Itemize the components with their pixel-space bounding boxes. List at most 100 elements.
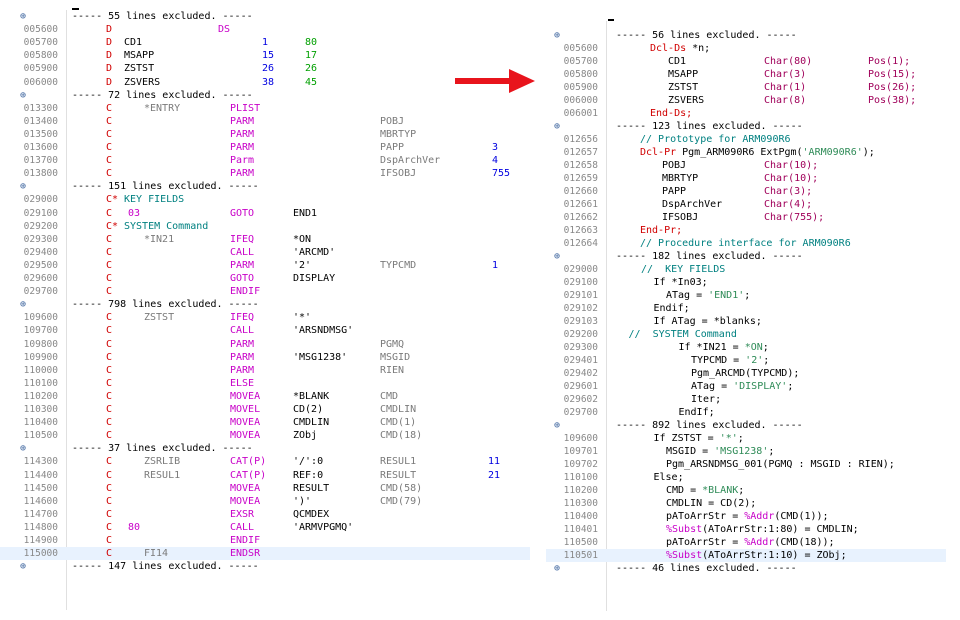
comment-line[interactable]: 012664// Procedure interface for ARM090R… [546, 237, 946, 250]
expand-excluded-icon[interactable]: ⊕ [20, 561, 27, 573]
excluded-lines-row[interactable]: ⊕----- 72 lines excluded. ----- [0, 89, 530, 102]
excluded-lines-row[interactable]: ⊕----- 892 lines excluded. ----- [546, 419, 946, 432]
field-f2: 45 [305, 76, 318, 88]
free-line[interactable]: 110501%Subst(AToArrStr:1:10) = ZObj; [546, 549, 946, 562]
excluded-lines-row[interactable]: ⊕----- 182 lines excluded. ----- [546, 250, 946, 263]
excluded-lines-row[interactable]: ⊕----- 37 lines excluded. ----- [0, 442, 530, 455]
expand-excluded-icon[interactable]: ⊕ [554, 121, 561, 132]
free-line[interactable]: 029000// KEY FIELDS [546, 263, 946, 276]
expand-excluded-icon[interactable]: ⊕ [554, 563, 561, 574]
excluded-lines-row[interactable]: ⊕----- 147 lines excluded. ----- [0, 560, 530, 573]
expand-excluded-icon[interactable]: ⊕ [20, 181, 27, 193]
excluded-lines-row[interactable]: ⊕----- 123 lines excluded. ----- [546, 120, 946, 133]
free-line[interactable]: 110401%Subst(AToArrStr:1:80) = CMDLIN; [546, 523, 946, 536]
expand-excluded-icon[interactable]: ⊕ [20, 11, 27, 22]
excluded-lines-row[interactable]: ⊕----- 56 lines excluded. ----- [546, 29, 946, 42]
free-line[interactable]: 029200// SYSTEM Command [546, 328, 946, 341]
expand-excluded-icon[interactable]: ⊕ [20, 299, 27, 311]
excluded-lines-row[interactable]: ⊕----- 55 lines excluded. ----- [0, 10, 530, 23]
excluded-lines-row[interactable]: ⊕----- 151 lines excluded. ----- [0, 180, 530, 193]
expand-excluded-icon[interactable]: ⊕ [20, 89, 27, 101]
field-spec: C [106, 495, 113, 507]
comment-line[interactable]: 012656// Prototype for ARM090R6 [546, 133, 946, 146]
expand-excluded-icon[interactable]: ⊕ [554, 30, 561, 41]
expand-excluded-icon[interactable]: ⊕ [554, 251, 561, 262]
expand-excluded-icon[interactable]: ⊕ [554, 420, 561, 431]
expand-excluded-icon[interactable]: ⊕ [20, 443, 27, 455]
excluded-lines-row[interactable]: ⊕----- 46 lines excluded. ----- [546, 562, 946, 575]
excluded-lines-row[interactable]: ⊕----- 798 lines excluded. ----- [0, 298, 530, 311]
